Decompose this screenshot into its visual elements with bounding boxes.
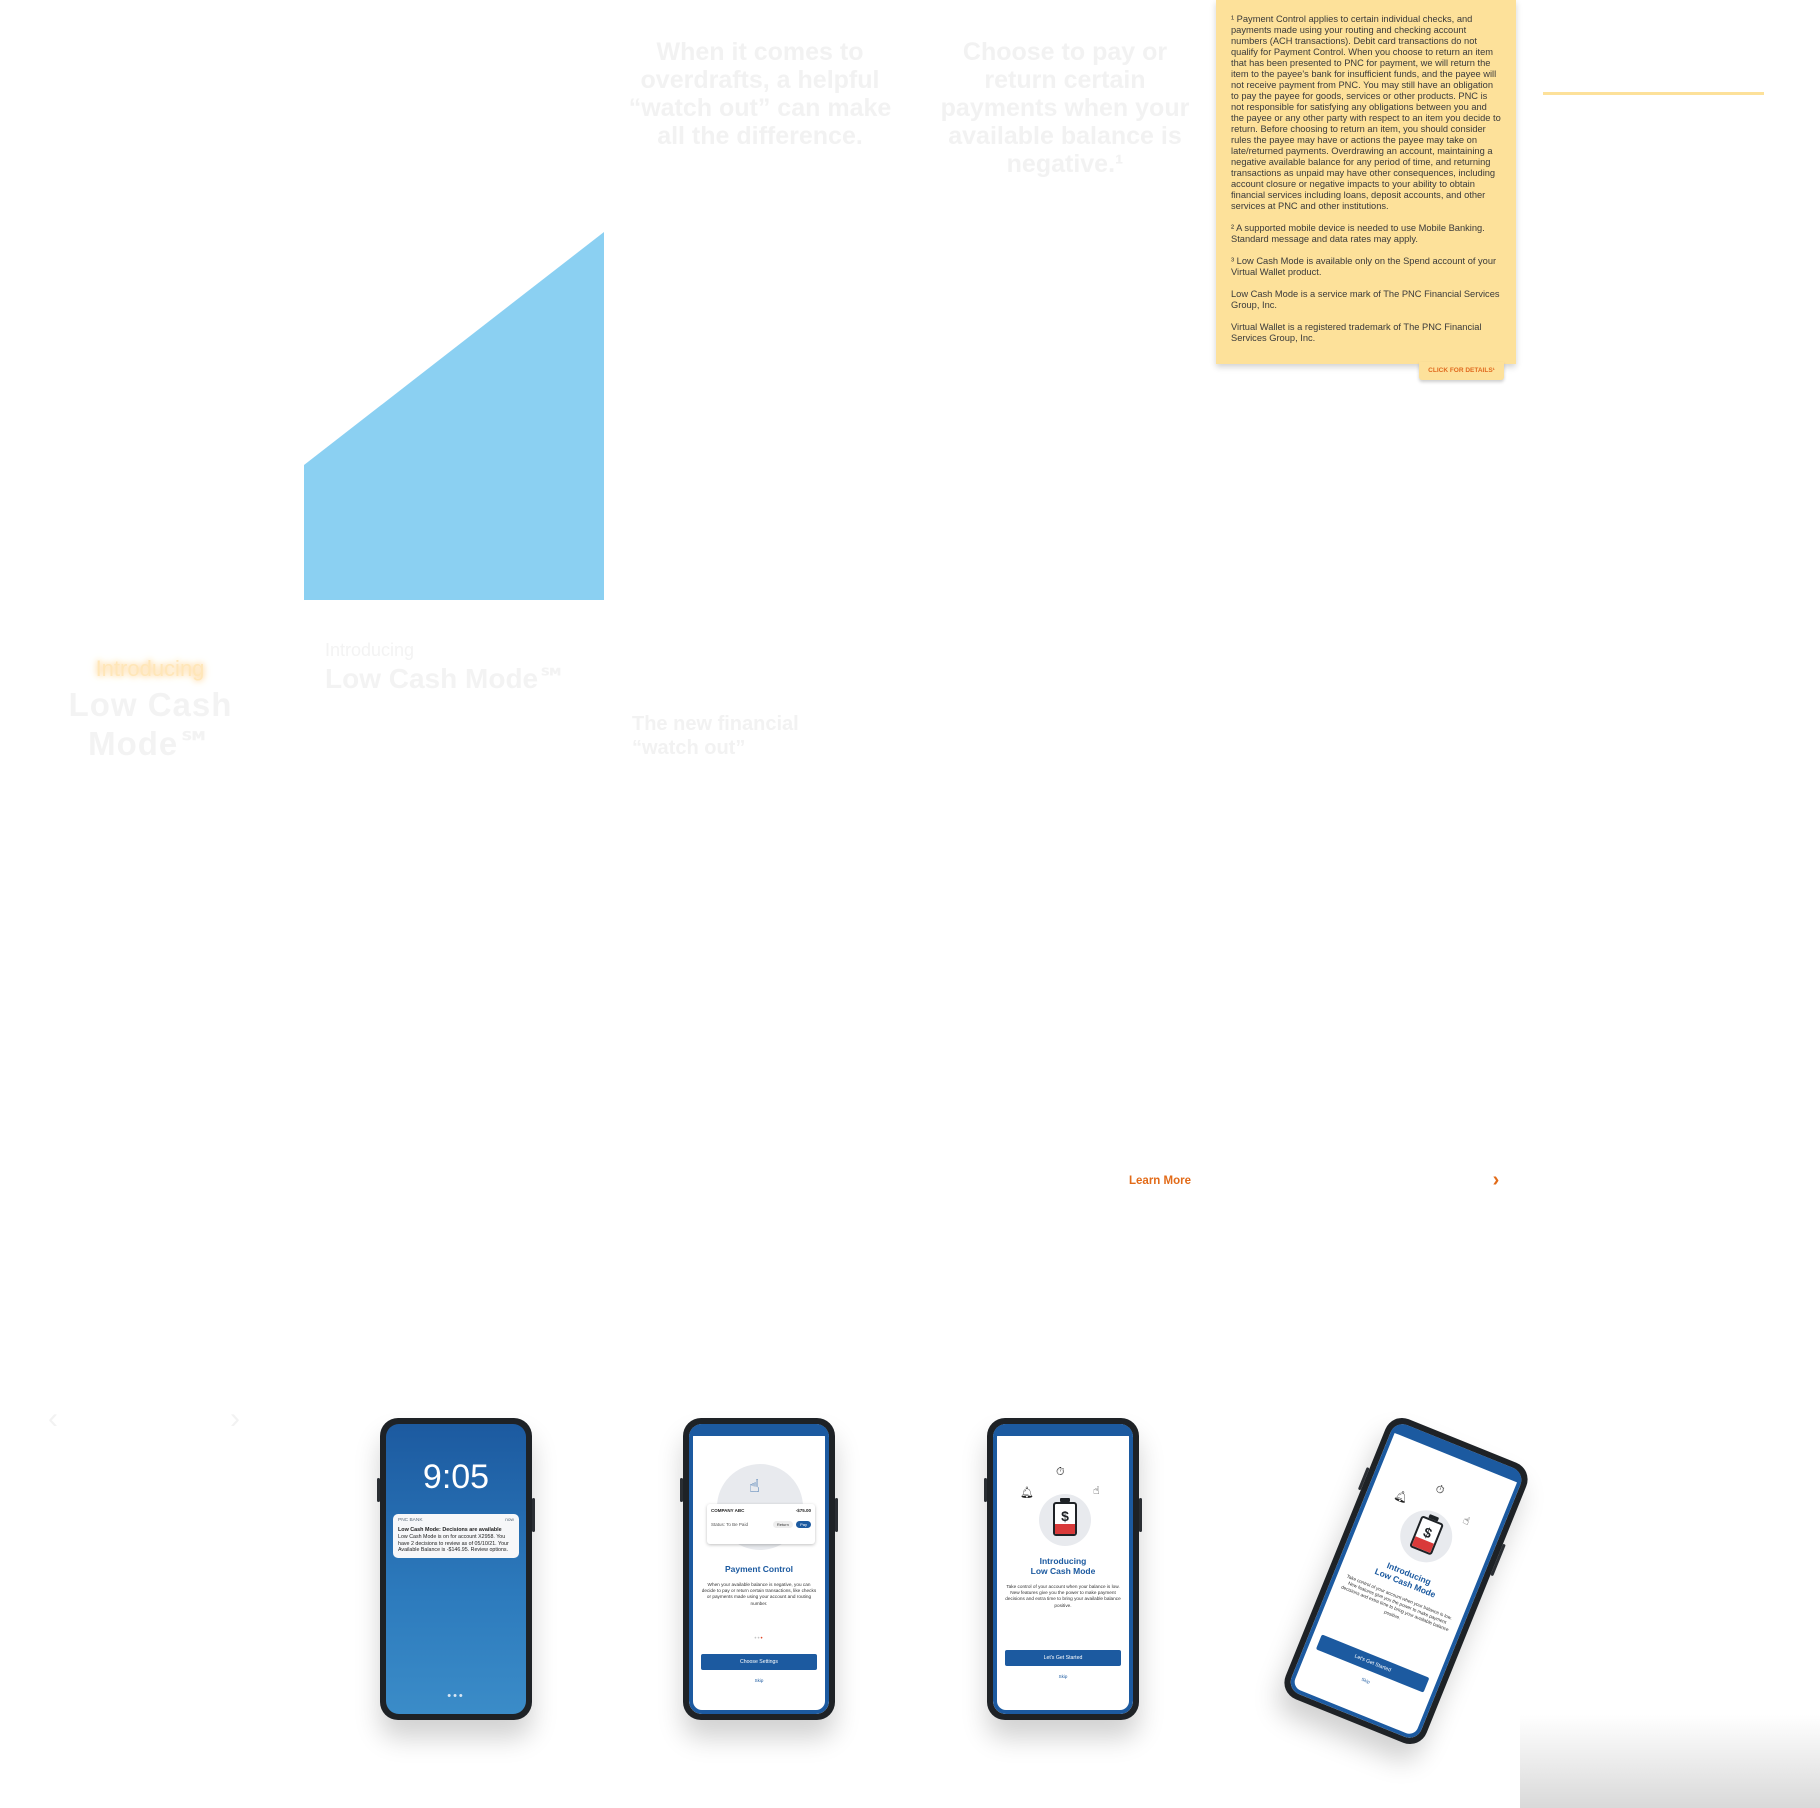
app-top-bar [689, 1424, 829, 1436]
skip-link[interactable]: Skip [754, 1678, 764, 1683]
bell-icon: 🔔︎ [1392, 1488, 1410, 1506]
phone-lock-screen: 9:05 PNC BANK now Low Cash Mode: Decisio… [377, 1418, 535, 1720]
stopwatch-icon: ⏱︎ [1056, 1466, 1065, 1478]
disclosure-mobile-device: ² A supported mobile device is needed to… [1231, 223, 1485, 244]
watch-out-line-1: The new financial [632, 713, 799, 735]
hand-pointer-icon: ☝ [1093, 1485, 1100, 1497]
corner-gradient [1520, 1715, 1820, 1808]
click-for-details-tab[interactable]: CLICK FOR DETAILS¹ [1419, 362, 1504, 380]
introducing-screen: 🔔︎ ⏱︎ ☝ $ Introducing Low Cash Mode Take… [993, 1424, 1133, 1714]
transaction-status: Status: To Be Paid [711, 1522, 748, 1527]
blue-triangle-shape [304, 232, 604, 600]
carousel-next-icon[interactable]: › [230, 1402, 240, 1435]
introducing-label: Introducing [95, 656, 205, 681]
pay-button[interactable]: Pay [796, 1521, 811, 1528]
disclosure-spend-account: ³ Low Cash Mode is available only on the… [1231, 256, 1497, 277]
disclosure-payment-control: ¹ Payment Control applies to certain ind… [1231, 14, 1501, 211]
notification-time: now [505, 1518, 514, 1523]
return-button[interactable]: Return [772, 1521, 793, 1528]
payment-control-screen: ☝ COMPANY ABC -$75.00 Status: To Be Paid… [689, 1424, 829, 1714]
low-battery-dollar-icon: $ [1053, 1502, 1077, 1536]
payment-control-body: When your available balance is negative,… [701, 1582, 817, 1606]
notification-body: Low Cash Mode is on for account X2958. Y… [398, 1534, 509, 1553]
introducing-body: Take control of your account when your b… [1005, 1584, 1121, 1608]
app-top-bar [1390, 1420, 1526, 1484]
disclosure-trademark: Virtual Wallet is a registered trademark… [1231, 322, 1482, 343]
hand-pointer-icon: ☝ [749, 1476, 760, 1496]
company-name: COMPANY ABC [711, 1508, 745, 1513]
stopwatch-icon: ⏱︎ [1433, 1482, 1447, 1498]
learn-more-link[interactable]: Learn More [1120, 1167, 1200, 1195]
phone-payment-control: ☝ COMPANY ABC -$75.00 Status: To Be Paid… [680, 1418, 838, 1720]
ghost-heading-overdrafts: When it comes to overdrafts, a helpful “… [628, 38, 892, 150]
low-cash-mode-title: Low Cash Mode℠ [68, 686, 233, 762]
ghost-heading-payment-control: Choose to pay or return certain payments… [940, 38, 1190, 178]
notification-title: Low Cash Mode: Decisions are available [398, 1526, 502, 1533]
transaction-amount: -$75.00 [795, 1508, 811, 1513]
skip-link[interactable]: Skip [1058, 1674, 1068, 1679]
introducing-screen-tilted: 🔔︎ ⏱︎ ☝ $ Introducing Low Cash Mode Take… [1286, 1420, 1526, 1742]
lock-screen: 9:05 PNC BANK now Low Cash Mode: Decisio… [386, 1424, 526, 1714]
accent-line [1543, 92, 1764, 95]
disclosure-service-mark: Low Cash Mode is a service mark of The P… [1231, 289, 1500, 310]
phone-introducing-tilted: 🔔︎ ⏱︎ ☝ $ Introducing Low Cash Mode Take… [1278, 1412, 1534, 1750]
phone-introducing-lcm: 🔔︎ ⏱︎ ☝ $ Introducing Low Cash Mode Take… [984, 1418, 1142, 1720]
disclosure-panel: ¹ Payment Control applies to certain ind… [1216, 0, 1516, 364]
notification-app-name: PNC BANK [398, 1518, 423, 1523]
hand-pointer-icon: ☝ [1460, 1514, 1472, 1528]
app-top-bar [993, 1424, 1133, 1436]
lock-time: 9:05 [422, 1458, 490, 1496]
watch-out-heading: The new financial “watch out” [632, 712, 799, 760]
carousel-prev-icon[interactable]: ‹ [48, 1402, 58, 1435]
choose-settings-button[interactable]: Choose Settings [701, 1654, 817, 1670]
push-notification[interactable]: PNC BANK now Low Cash Mode: Decisions ar… [393, 1514, 519, 1558]
watch-out-line-2: “watch out” [632, 737, 746, 759]
bell-icon: 🔔︎ [1020, 1487, 1034, 1499]
transaction-card: COMPANY ABC -$75.00 Status: To Be Paid R… [707, 1504, 815, 1544]
introducing-title-line-1: Introducing [1039, 1556, 1087, 1566]
chevron-right-icon[interactable]: › [1492, 1169, 1500, 1191]
lets-get-started-button[interactable]: Let's Get Started [1005, 1650, 1121, 1666]
battery-cap [1060, 1498, 1070, 1502]
pager-dots: ••• [754, 1636, 764, 1642]
payment-control-title: Payment Control [724, 1564, 793, 1574]
page-dots: ••• [447, 1690, 465, 1702]
ghost-low-cash-mode: Low Cash Mode℠ [325, 663, 567, 694]
ghost-introducing: Introducing [325, 640, 415, 660]
introducing-title-line-2: Low Cash Mode [1030, 1566, 1096, 1576]
